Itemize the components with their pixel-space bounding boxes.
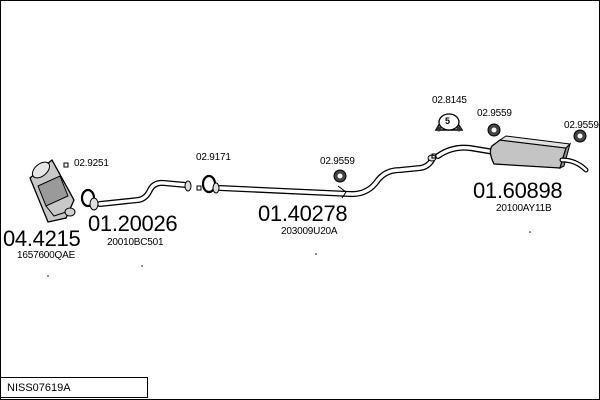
hanger-label: 02.8145 <box>432 95 467 106</box>
rear-silencer-oem-number: 20100AY11B <box>496 203 552 214</box>
rear-silencer-part-number: 01.60898 <box>473 178 563 203</box>
ref-dot <box>141 265 143 267</box>
rubber-3-label: 02.9559 <box>564 120 599 131</box>
rear-silencer-shape <box>435 135 589 173</box>
front-pipe-shape <box>89 179 192 211</box>
gasket-2-label: 02.9171 <box>196 152 231 163</box>
rubber-2-shape <box>487 123 501 137</box>
rubber-1-label: 02.9559 <box>320 156 355 167</box>
catalyst-oem-number: 1657600QAE <box>17 250 76 261</box>
ref-dot <box>529 231 531 233</box>
marker-middle-joint <box>431 153 437 159</box>
rubber-3-shape <box>573 129 587 143</box>
middle-pipe-part-number: 01.40278 <box>258 201 348 226</box>
rubber-1-shape <box>333 169 347 183</box>
hanger-badge: 5 <box>445 116 451 126</box>
reference-code: NISS07619A <box>0 377 148 398</box>
gasket-1-label: 02.9251 <box>74 158 109 169</box>
catalyst-shape <box>29 159 76 223</box>
ref-dot <box>47 275 49 277</box>
front-pipe-part-number: 01.20026 <box>88 211 178 236</box>
front-pipe-oem-number: 20010BC501 <box>107 237 164 248</box>
ref-dot <box>315 253 317 255</box>
rubber-2-label: 02.9559 <box>477 108 512 119</box>
catalyst-part-number: 04.4215 <box>3 226 81 251</box>
middle-pipe-oem-number: 203009U20A <box>281 226 338 237</box>
marker-gasket-2 <box>196 185 202 191</box>
hanger-shape <box>434 113 464 132</box>
marker-gasket-1 <box>63 162 69 168</box>
